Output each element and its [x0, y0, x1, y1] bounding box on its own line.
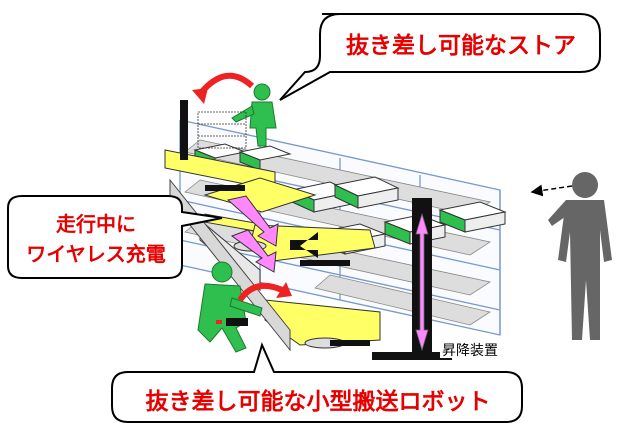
- rotate-arrow-icon: [237, 282, 284, 302]
- move-arrow-icon: [290, 232, 318, 258]
- crouching-worker-figure: [197, 261, 263, 353]
- callout-charging-line2: ワイヤレス充電: [26, 242, 166, 266]
- callout-store-bubble: [279, 13, 601, 101]
- lifter: [372, 198, 452, 360]
- move-arrow-icon: [226, 195, 279, 273]
- rotate-arrow-icon: [197, 72, 255, 96]
- observer-person-figure: [548, 172, 612, 340]
- callout-store-text: 抜き差し可能なストア: [346, 33, 576, 59]
- callout-charging-bubble: [7, 195, 223, 279]
- callout-robot-text: 抜き差し可能な小型搬送ロボット: [145, 389, 491, 415]
- transport-robots: [205, 185, 370, 346]
- sightline-arrow: [530, 184, 573, 197]
- callout-charging-line1: 走行中に: [56, 212, 136, 236]
- callout-robot-bubble: [111, 342, 523, 423]
- lifter-label: 昇降装置: [442, 343, 498, 359]
- worker-figure: [231, 83, 277, 147]
- wire-cart: [197, 111, 247, 149]
